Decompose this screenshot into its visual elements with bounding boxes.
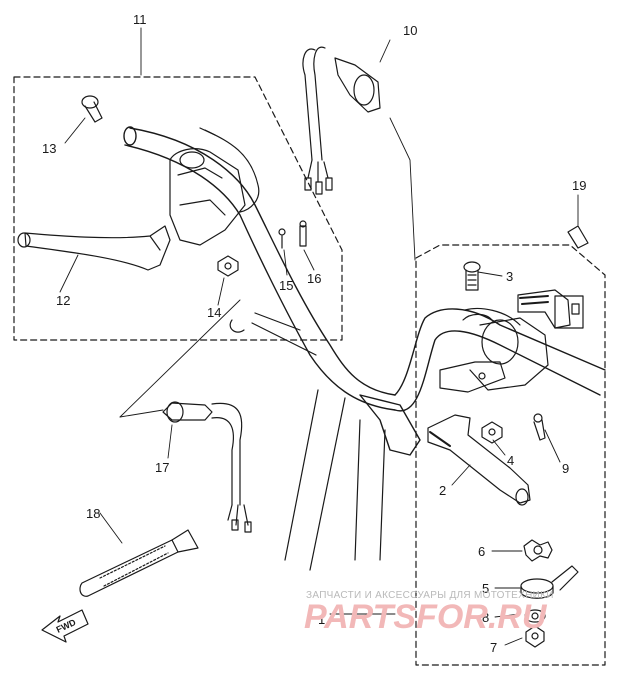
callout-10: 10 <box>403 23 417 38</box>
brake-lever <box>427 414 531 506</box>
switch-stack <box>520 539 579 648</box>
callout-13: 13 <box>42 141 56 156</box>
forward-label: FWD <box>55 617 78 635</box>
watermark-brand: PARTSFOR.RU <box>304 598 548 636</box>
callout-18: 18 <box>86 506 100 521</box>
switch-connector <box>517 289 584 329</box>
callout-16: 16 <box>307 271 321 286</box>
callout-11: 11 <box>133 12 147 27</box>
callout-14: 14 <box>207 305 221 320</box>
clutch-lever <box>17 225 171 271</box>
left-lever-holder <box>169 127 260 246</box>
left-assembly-box <box>13 76 343 341</box>
cable-band <box>79 529 199 597</box>
callout-17: 17 <box>155 460 169 475</box>
callout-7: 7 <box>490 640 497 655</box>
callout-6: 6 <box>478 544 485 559</box>
callout-2: 2 <box>439 483 446 498</box>
part-13-bolt <box>81 95 103 123</box>
right-assembly-box <box>415 244 606 666</box>
callout-8: 8 <box>482 610 489 625</box>
callout-3: 3 <box>506 269 513 284</box>
callout-15: 15 <box>279 278 293 293</box>
parts-4-9-hardware <box>481 413 546 444</box>
part-19-tag <box>567 225 589 249</box>
callout-1: 1 <box>318 612 325 627</box>
callout-12: 12 <box>56 293 70 308</box>
watermark-caption: ЗАПЧАСТИ И АКСЕССУАРЫ ДЛЯ МОТОТЕХНИКИ <box>306 590 554 601</box>
part-3-bolt <box>463 261 481 291</box>
callout-9: 9 <box>562 461 569 476</box>
callouts: 11 10 19 13 12 14 15 16 17 3 4 9 2 6 5 8… <box>42 12 586 655</box>
callout-19: 19 <box>572 178 586 193</box>
leader-lines <box>59 27 579 646</box>
part-10-switch <box>302 46 381 195</box>
handlebar <box>123 126 606 456</box>
frame-tubes <box>251 312 386 571</box>
callout-4: 4 <box>507 453 514 468</box>
forward-arrow <box>41 609 89 643</box>
callout-5: 5 <box>482 581 489 596</box>
part-17-switch <box>162 401 252 533</box>
watermark: ЗАПЧАСТИ И АКСЕССУАРЫ ДЛЯ МОТОТЕХНИКИ PA… <box>304 590 554 636</box>
cable-clip <box>229 319 245 333</box>
right-lever-holder <box>439 307 549 393</box>
small-hardware-left <box>217 220 307 277</box>
